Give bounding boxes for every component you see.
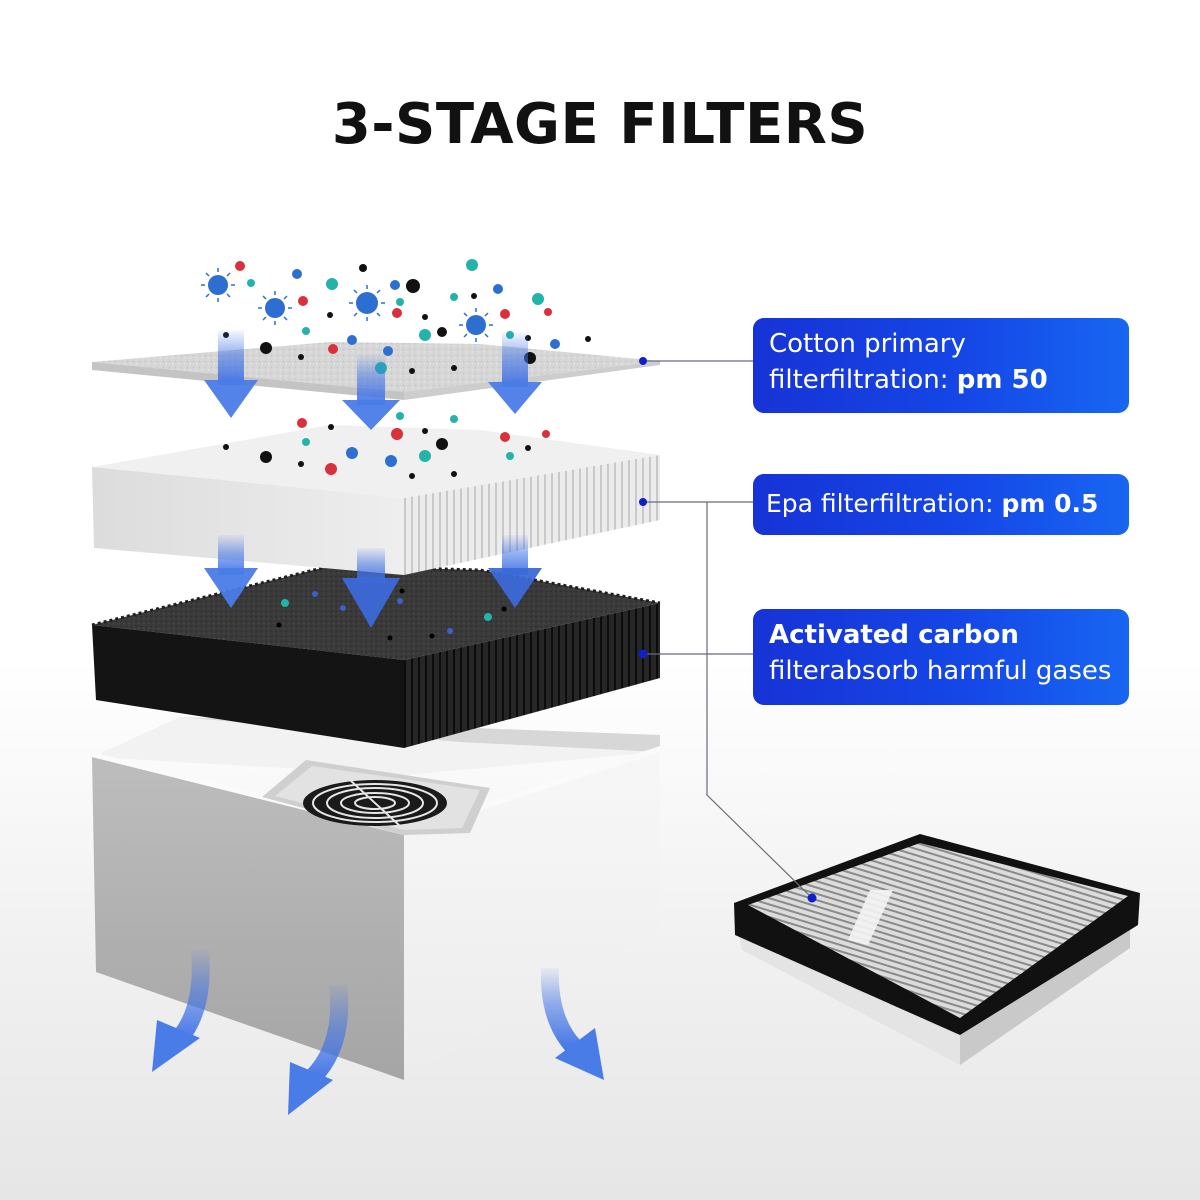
filter-cartridge <box>734 834 1140 1065</box>
fan-grille-icon <box>262 760 490 835</box>
airflow-arrows-exhaust <box>152 949 604 1115</box>
label-value: pm 50 <box>956 365 1048 395</box>
callout-dot-icon <box>639 357 647 365</box>
label-epa-filter: Epa filterfiltration: pm 0.5 <box>753 474 1129 535</box>
label-value: pm 0.5 <box>1001 489 1099 518</box>
down-arrow-icon <box>488 332 542 414</box>
callout-connectors <box>643 360 813 899</box>
down-arrow-icon <box>342 548 400 628</box>
airflow-arrows-middle <box>204 535 542 628</box>
callout-dot-icon <box>638 649 648 659</box>
label-line: Epa filterfiltration: pm 0.5 <box>766 486 1113 522</box>
down-arrow-icon <box>204 330 258 418</box>
label-text: filterfiltration: <box>769 365 957 395</box>
curved-arrow-icon <box>288 983 349 1115</box>
label-cotton-primary: Cotton primary filterfiltration: pm 50 <box>753 318 1129 413</box>
down-arrow-icon <box>342 355 400 430</box>
fan-base-unit <box>92 717 660 1080</box>
label-line: filterabsorb harmful gases <box>769 656 1112 686</box>
curved-arrow-icon <box>540 967 604 1080</box>
particles-carbon <box>276 588 507 641</box>
airflow-arrows-upper <box>204 330 542 430</box>
callout-dots <box>638 357 817 903</box>
callout-dot-icon <box>639 498 647 506</box>
down-arrow-icon <box>204 535 258 608</box>
label-text: Epa filterfiltration: <box>766 489 1002 518</box>
epa-filter <box>92 425 660 575</box>
callout-dot-icon <box>807 893 817 903</box>
label-line: Cotton primary <box>769 329 966 359</box>
curved-arrow-icon <box>152 949 210 1072</box>
label-line: filterfiltration: pm 50 <box>769 362 1113 398</box>
label-heading: Activated carbon <box>769 620 1019 650</box>
down-arrow-icon <box>488 535 542 608</box>
page-title: 3-STAGE FILTERS <box>331 92 869 157</box>
particles-epa <box>223 412 550 479</box>
label-activated-carbon: Activated carbon filterabsorb harmful ga… <box>753 609 1129 705</box>
